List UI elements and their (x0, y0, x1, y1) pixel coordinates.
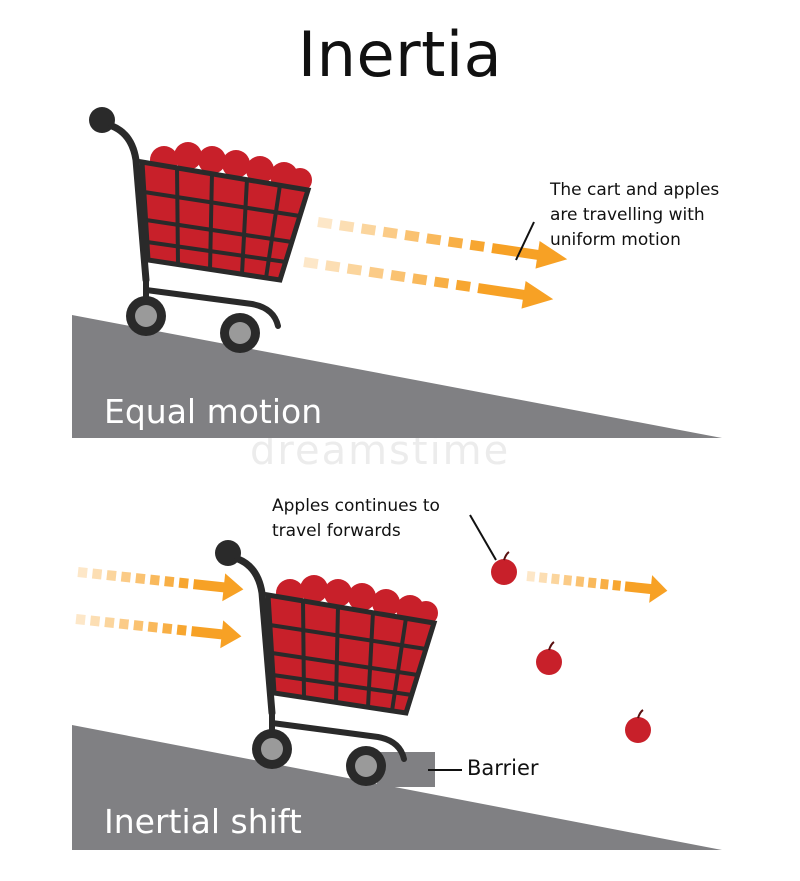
flying-apple-3 (624, 709, 652, 744)
flying-apple-2 (535, 641, 563, 676)
note-uniform-motion-line-3: uniform motion (550, 230, 681, 250)
cart-bottom (215, 540, 438, 786)
note-apples-forward-line-2: travel forwards (272, 521, 401, 541)
note-apples-forward-line-1: Apples continues to (272, 496, 440, 516)
note-uniform-motion: The cart and apples are travelling with … (550, 178, 719, 253)
motion-arrow-top-1 (315, 208, 570, 274)
ramp-bottom (72, 725, 722, 850)
note-uniform-motion-line-1: The cart and apples (550, 180, 720, 200)
note-apples-forward: Apples continues to travel forwards (272, 494, 440, 544)
motion-arrow-bottom-1 (76, 558, 245, 604)
note-leader-top (515, 221, 535, 261)
note-leader-bottom (469, 514, 497, 561)
motion-arrow-bottom-2 (74, 605, 243, 651)
barrier-label: Barrier (467, 756, 539, 780)
diagram-title: Inertia (297, 18, 503, 91)
cart-top (89, 107, 312, 353)
motion-arrow-apple (525, 562, 669, 605)
note-uniform-motion-line-2: are travelling with (550, 205, 705, 225)
label-equal-motion: Equal motion (104, 392, 323, 431)
label-inertial-shift: Inertial shift (104, 802, 302, 841)
